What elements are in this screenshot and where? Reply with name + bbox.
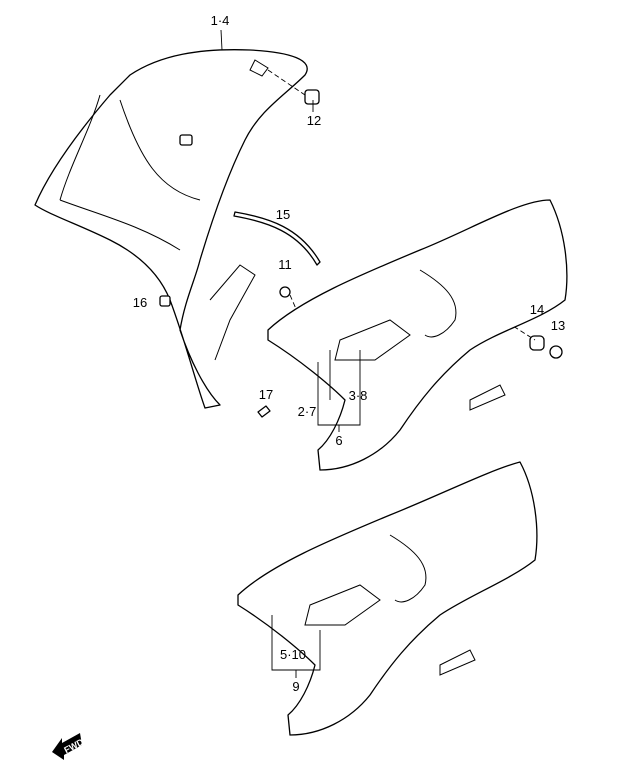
screw-17 (257, 405, 271, 418)
callout-11: 11 (278, 257, 292, 272)
callout-9: 9 (292, 679, 299, 694)
callout-13: 13 (551, 318, 565, 333)
screw-13 (549, 345, 563, 359)
callout-15: 15 (276, 207, 290, 222)
callout-17: 17 (259, 387, 273, 402)
forward-arrow-icon: FWD (52, 733, 86, 760)
callout-2-7: 2·7 (298, 404, 317, 419)
callout-16: 16 (133, 295, 147, 310)
fwd-label: FWD (62, 737, 85, 756)
callout-1-4: 1·4 (211, 13, 230, 28)
upper-cowl-part (34, 49, 308, 409)
side-cowl-left-part (237, 461, 538, 736)
nut-12 (304, 89, 320, 105)
grommet-14 (529, 335, 545, 351)
side-cowl-right-part (267, 199, 568, 471)
callout-5-10: 5·10 (280, 647, 306, 662)
trim-strip-part (233, 211, 321, 266)
callout-6: 6 (335, 433, 342, 448)
callout-12: 12 (307, 113, 321, 128)
callout-14: 14 (530, 302, 544, 317)
screw-11 (279, 286, 291, 298)
clip-16 (159, 295, 171, 307)
callout-3-8: 3·8 (349, 388, 368, 403)
